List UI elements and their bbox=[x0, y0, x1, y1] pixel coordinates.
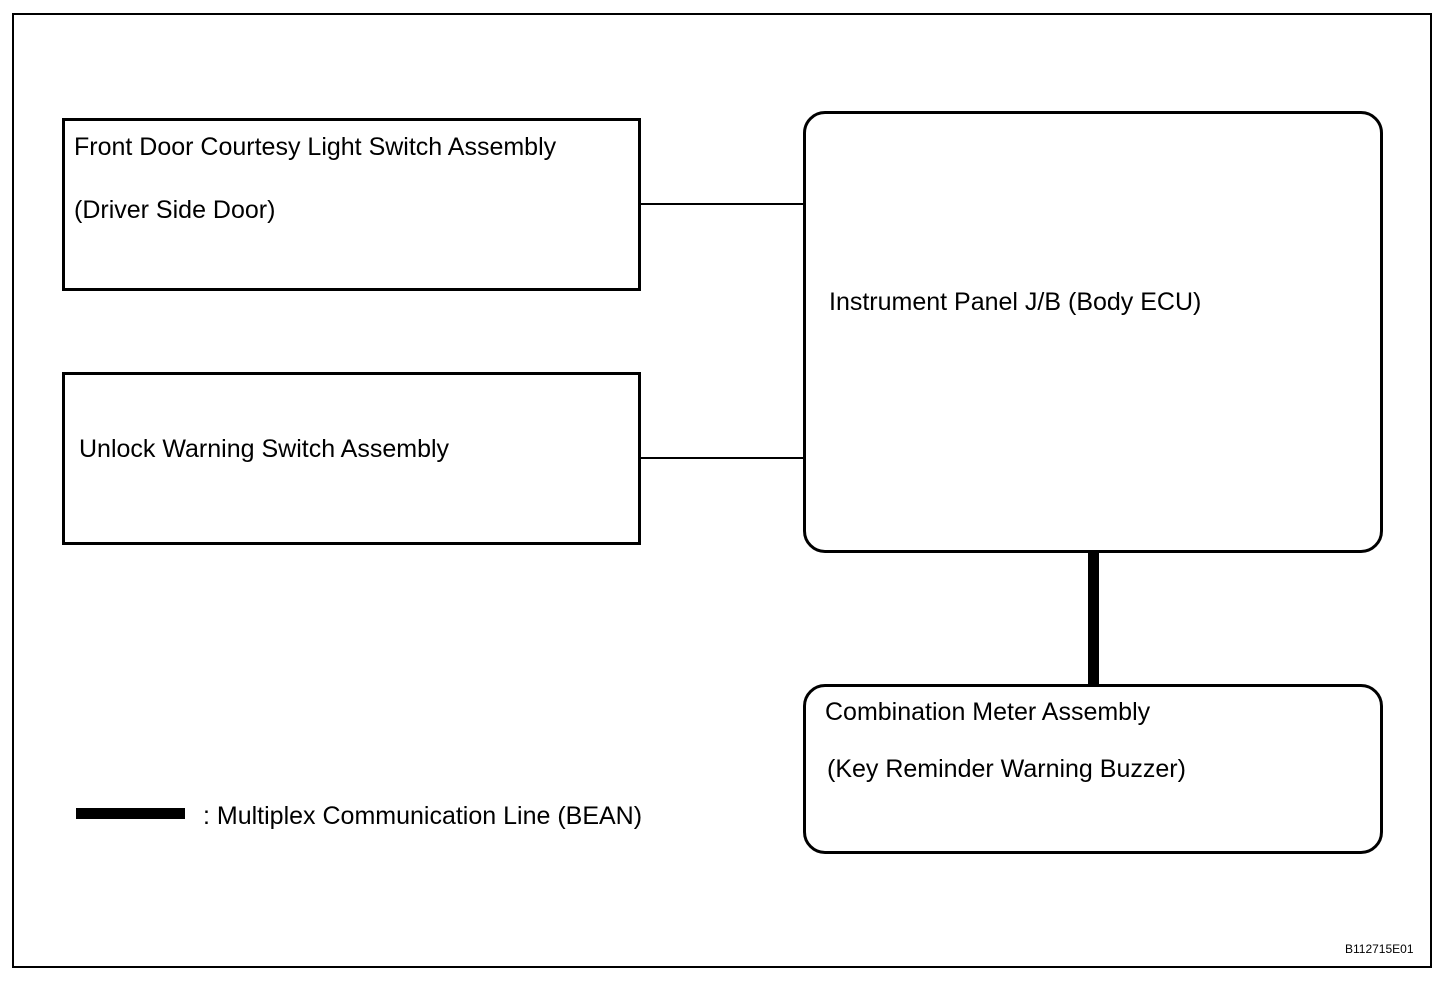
front-door-to-ecu-wire bbox=[641, 203, 803, 205]
unlock-warning-switch-label: Unlock Warning Switch Assembly bbox=[79, 435, 450, 463]
combination-meter-block bbox=[803, 684, 1383, 854]
body-ecu-block bbox=[803, 111, 1383, 553]
front-door-switch-label: Front Door Courtesy Light Switch Assembl… bbox=[74, 133, 557, 161]
legend-label: : Multiplex Communication Line (BEAN) bbox=[203, 802, 643, 830]
front-door-courtesy-light-switch-block bbox=[62, 118, 641, 291]
unlock-warning-switch-block bbox=[62, 372, 641, 545]
combination-meter-label: Combination Meter Assembly bbox=[825, 698, 1151, 726]
legend-bean-line-sample bbox=[76, 808, 185, 819]
figure-id: B112715E01 bbox=[1345, 942, 1414, 956]
body-ecu-label: Instrument Panel J/B (Body ECU) bbox=[829, 288, 1202, 316]
unlock-switch-to-ecu-wire bbox=[641, 457, 803, 459]
combination-meter-sublabel: (Key Reminder Warning Buzzer) bbox=[827, 755, 1186, 783]
front-door-switch-sublabel: (Driver Side Door) bbox=[74, 196, 276, 224]
ecu-to-meter-bean-line bbox=[1088, 553, 1099, 684]
diagram-frame bbox=[12, 13, 1432, 968]
